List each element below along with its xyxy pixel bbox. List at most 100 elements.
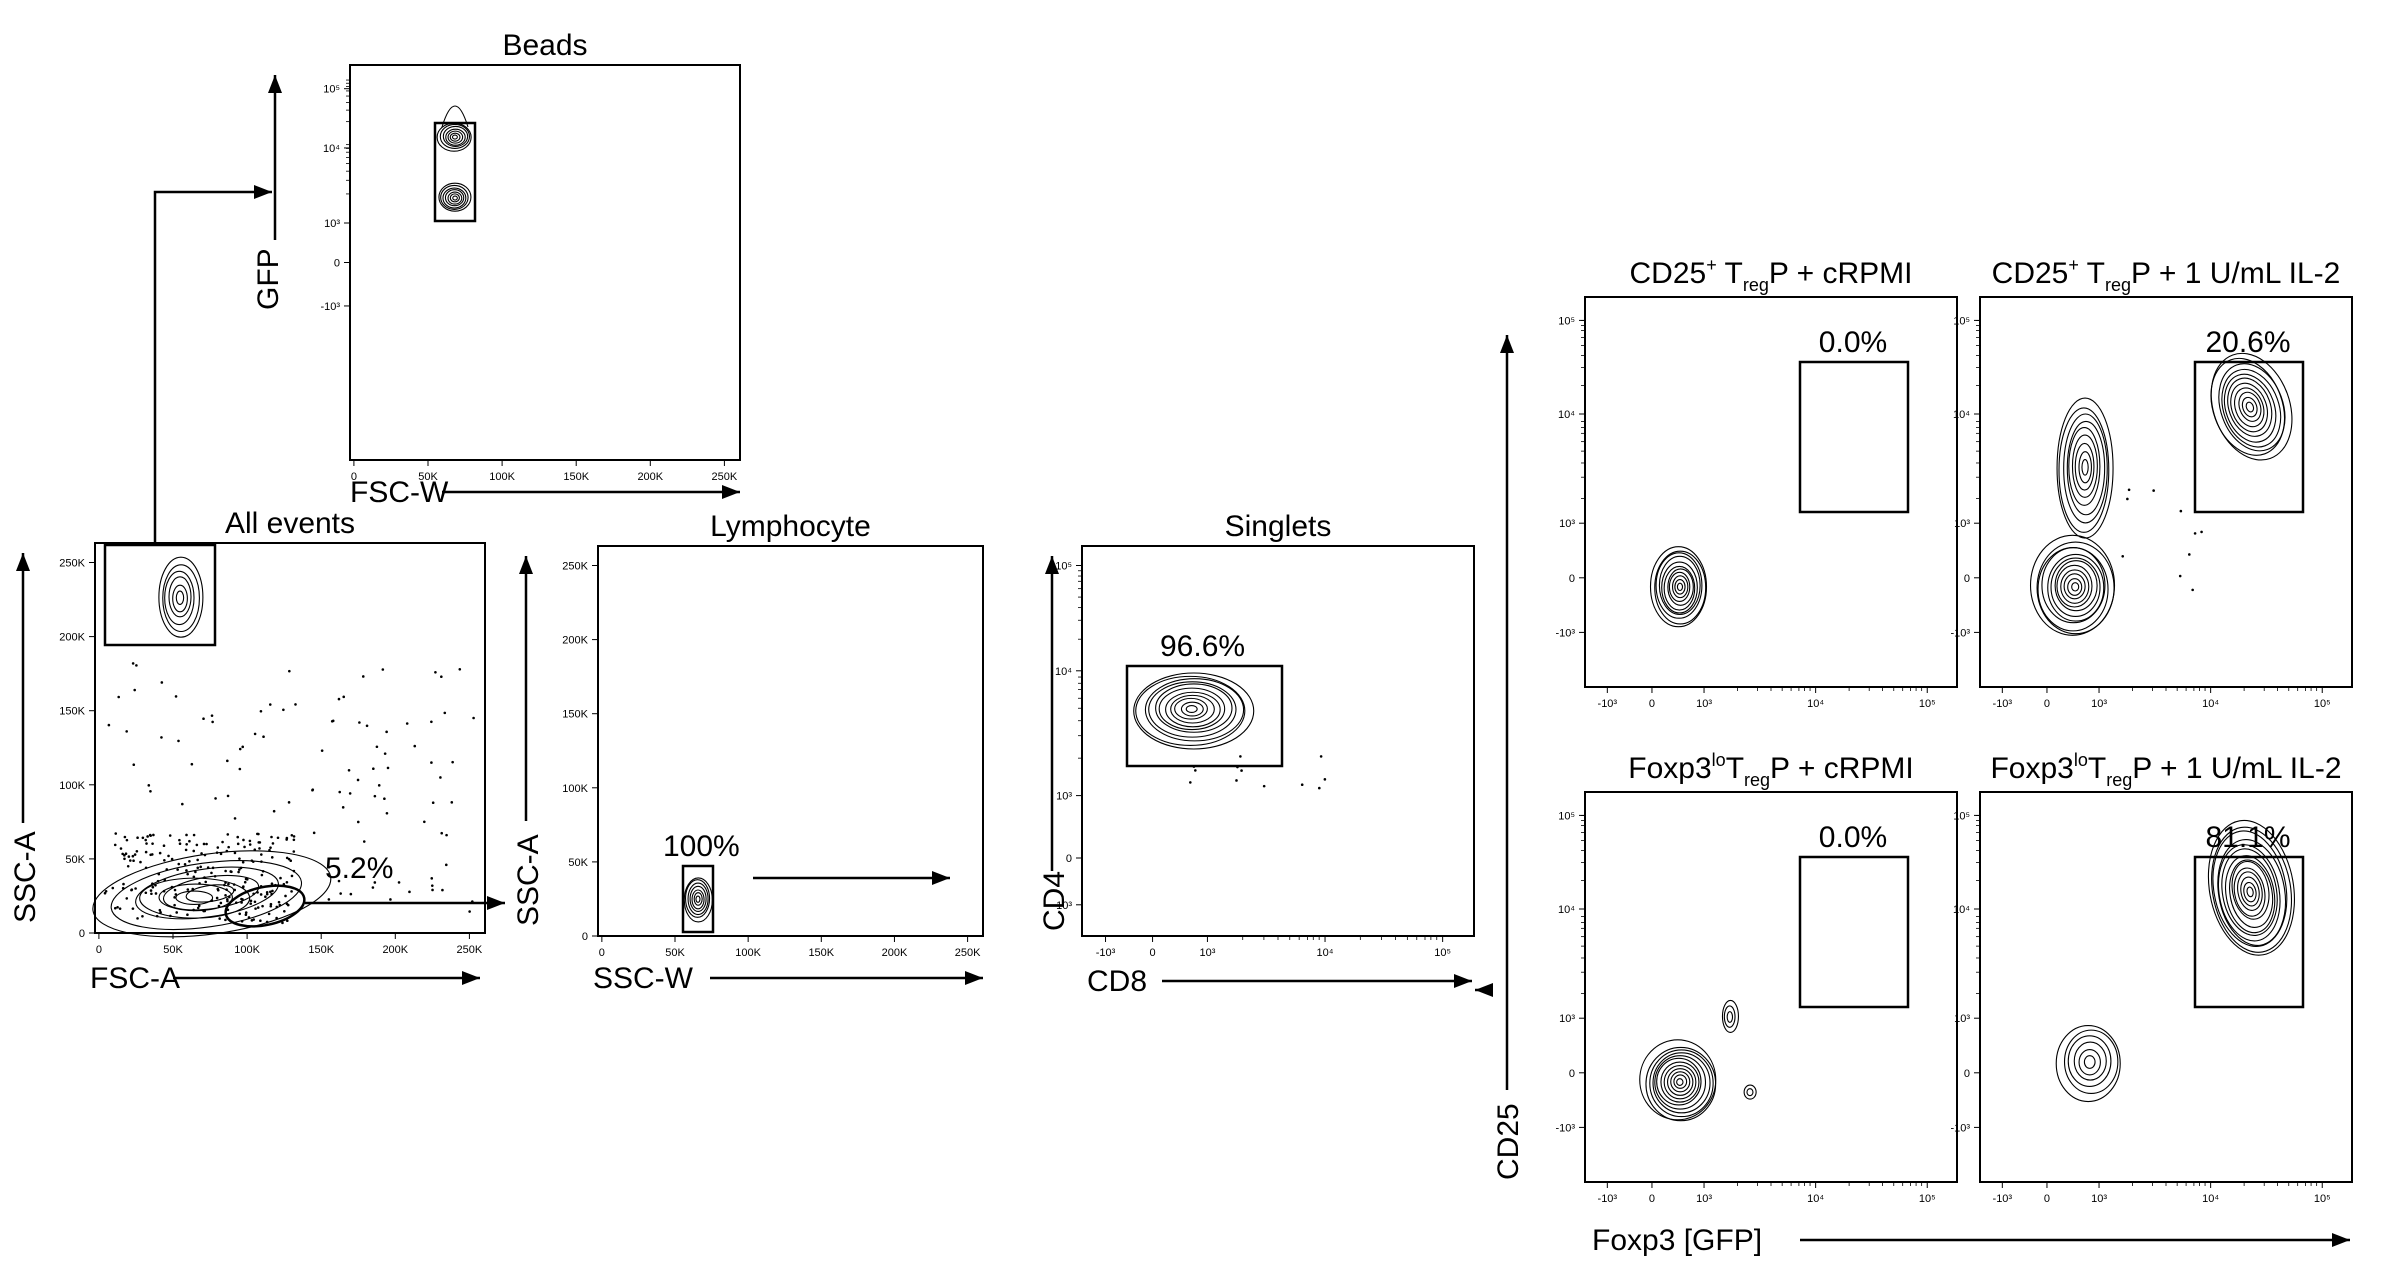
scattered-events-event (2191, 588, 2194, 592)
high-population-contours-level (2221, 848, 2278, 937)
sparse-events-event (458, 668, 462, 671)
y-tick-label: -10³ (1052, 900, 1072, 912)
dense-events-event (261, 904, 264, 908)
sparse-events-event (133, 688, 137, 692)
dense-events-event (253, 900, 257, 904)
y-tick-label: 0 (79, 928, 85, 940)
lymphocyte-contours-level (689, 885, 707, 912)
outlier-events-event (1239, 755, 1242, 758)
bead-low-contours-level (452, 195, 458, 201)
dense-events-event (224, 918, 227, 922)
high-population-contours-level (2225, 855, 2276, 934)
panel-title: CD25+ TregP + 1 U/mL IL-2 (1992, 255, 2341, 295)
sparse-events-event (430, 720, 433, 724)
high-population-contours-level (2218, 363, 2286, 452)
sparse-events-event (282, 708, 285, 712)
dense-events-event (227, 845, 230, 849)
sparse-events-event (339, 892, 342, 895)
outlier-events-event (1236, 765, 1239, 769)
dense-events-event (218, 917, 221, 920)
y-tick-label: -10³ (1950, 627, 1970, 639)
inner-contours-level (158, 883, 233, 912)
dense-events-event (284, 894, 287, 898)
high-population-contours-level (2238, 391, 2262, 422)
dense-events-event (192, 833, 196, 837)
dense-events-event (276, 836, 280, 840)
sparse-events-event (211, 720, 214, 724)
x-tick-label: 0 (1649, 698, 1655, 710)
population-contours-level (1663, 565, 1696, 611)
sparse-events-event (178, 842, 182, 846)
dense-events-event (233, 851, 237, 855)
dense-events-event (215, 896, 219, 900)
sparse-events-event (342, 695, 346, 699)
bead-high-contours-level (451, 134, 458, 140)
y-tick-label: 10³ (1056, 791, 1072, 803)
sparse-events-event (372, 767, 375, 770)
flow-stub (1475, 983, 1493, 997)
outlier-events-event (1240, 769, 1243, 772)
y-tick-label: 10⁴ (323, 143, 340, 155)
sparse-events-event (371, 886, 375, 889)
dense-events-event (150, 892, 153, 896)
high-population-contours-level (2223, 373, 2277, 443)
low-population-contours-level (2060, 569, 2090, 604)
x-axis-label: SSC-W (593, 962, 694, 995)
outlier-events-event (1189, 781, 1192, 784)
sparse-events-event (242, 838, 245, 842)
dense-events-event (210, 871, 213, 875)
y-axis-label: SSC-A (9, 831, 42, 923)
bead-low-contours-level (444, 189, 465, 207)
y-axis-arrow (16, 553, 30, 823)
high-population-contours (2210, 352, 2293, 461)
population-contours-level (1661, 561, 1698, 614)
dense-events-event (241, 860, 245, 864)
population-contours-level (1663, 1064, 1697, 1100)
x-axis-label: FSC-W (350, 476, 449, 509)
x-tick-label: 150K (808, 947, 834, 959)
cd4-contours-level (1133, 672, 1255, 750)
sparse-events-event (349, 892, 353, 896)
dense-events-event (184, 848, 188, 852)
x-tick-label: -10³ (1993, 1193, 2013, 1205)
bead-gate (103, 543, 217, 647)
x-tick-label: -10³ (1598, 1193, 1618, 1205)
flow-line (153, 190, 250, 543)
sparse-events-event (385, 730, 388, 734)
sparse-events (103, 662, 475, 913)
dense-events-event (238, 868, 241, 871)
sparse-events-event (107, 723, 111, 727)
plot-frame (1979, 791, 2353, 1183)
sparse-events-event (214, 797, 217, 800)
x-tick-label: -10³ (1598, 698, 1618, 710)
x-tick-label: 0 (599, 947, 605, 959)
sparse-events-event (362, 840, 366, 843)
sparse-events-event (341, 806, 345, 809)
panel-title-sub: reg (2105, 275, 2131, 295)
dense-events-event (236, 835, 240, 839)
panel-title-sup: lo (2074, 750, 2088, 770)
sparse-events-event (338, 790, 342, 794)
panel-title-mid: T (2079, 257, 2105, 290)
sparse-events-event (312, 831, 316, 835)
high-population-contours-level (2231, 860, 2270, 920)
bead-tail (441, 105, 469, 128)
x-axis-arrow-head (462, 971, 480, 985)
singlets-gate (1125, 664, 1284, 768)
x-axis-arrow (1162, 974, 1472, 988)
bead-high-contours-level (436, 122, 472, 152)
sparse-events-event (337, 697, 341, 701)
dense-events-event (124, 852, 128, 856)
dense-events-event (131, 907, 135, 910)
dense-events-event (144, 838, 147, 842)
high-population-contours-level (2211, 826, 2293, 953)
dense-events-event (121, 852, 124, 856)
flow-to-beads-arrow-head (254, 185, 272, 199)
sparse-events-event (445, 833, 448, 837)
dense-events-event (248, 843, 252, 846)
y-tick-label: 10³ (1954, 1013, 1970, 1025)
sparse-events-event (444, 863, 448, 867)
